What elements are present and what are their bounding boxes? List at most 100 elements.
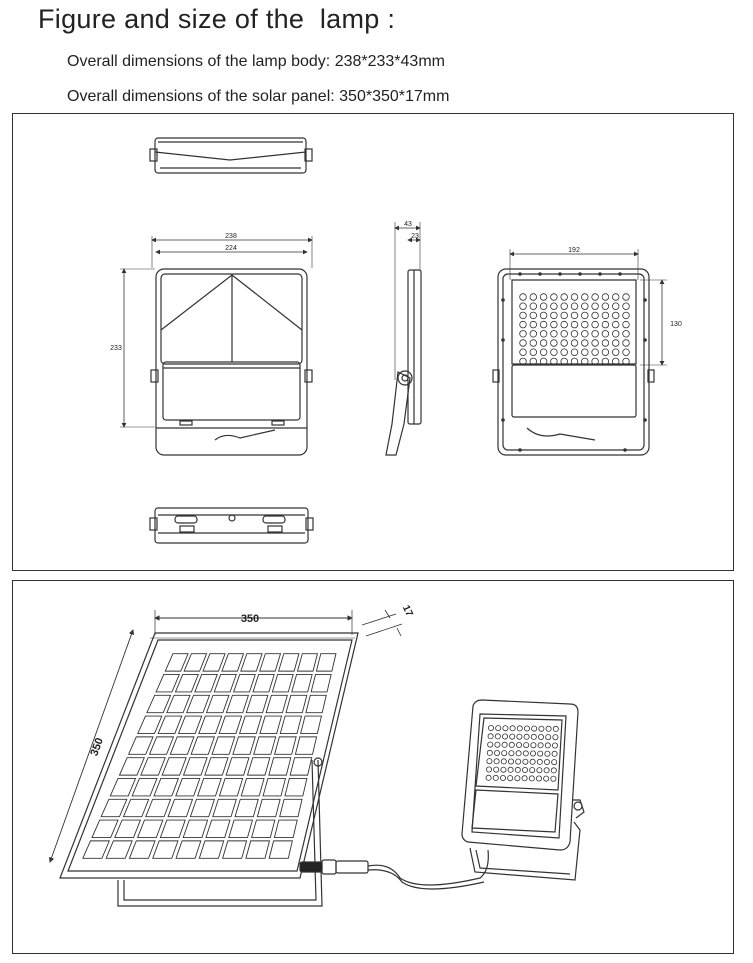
solar-cell	[137, 715, 163, 734]
solar-cell	[128, 840, 156, 859]
solar-cell	[240, 653, 263, 672]
back-height-label: 130	[670, 321, 682, 328]
mount-hole	[501, 338, 505, 342]
led-dot	[509, 733, 516, 740]
led-dot	[514, 766, 521, 773]
led-dot	[591, 339, 599, 347]
solar-cell	[284, 778, 308, 797]
led-dot	[519, 311, 527, 320]
led-dot	[570, 320, 579, 329]
solar-cell	[175, 840, 202, 859]
lamp-front-view	[120, 236, 313, 456]
led-dot	[500, 766, 507, 773]
lamp-side-view	[385, 222, 422, 456]
led-dot	[508, 741, 515, 748]
led-dot	[612, 320, 620, 329]
solar-cell	[114, 819, 142, 838]
solar-cell	[218, 715, 243, 734]
led-dot	[494, 733, 501, 740]
led-dot	[507, 758, 514, 765]
led-dot	[539, 293, 548, 301]
led-dot	[612, 339, 620, 347]
solar-cell	[240, 778, 265, 797]
led-dot	[543, 775, 550, 782]
led-dot	[551, 759, 558, 766]
led-dot	[539, 302, 548, 310]
solar-cell	[140, 757, 166, 776]
led-dot	[591, 320, 599, 329]
solar-cell	[213, 674, 237, 693]
led-dot	[487, 741, 494, 748]
led-dot	[622, 357, 630, 366]
led-dot	[612, 293, 620, 301]
solar-cell	[273, 819, 298, 838]
led-dot	[536, 775, 543, 782]
led-dot	[622, 339, 630, 347]
solar-cell	[159, 819, 186, 838]
led-dot	[530, 742, 537, 749]
mount-hole	[623, 448, 627, 452]
led-dot	[560, 339, 568, 347]
solar-cell	[198, 840, 225, 859]
led-dot	[591, 330, 599, 338]
led-dot	[570, 348, 579, 356]
solar-cell	[198, 715, 223, 734]
led-dot	[501, 750, 508, 757]
led-dot	[539, 339, 548, 347]
led-dot	[486, 749, 493, 756]
led-dot	[500, 758, 507, 765]
solar-cell	[277, 653, 300, 672]
mount-hole	[618, 272, 622, 276]
led-dot	[552, 725, 559, 732]
led-dot	[485, 766, 492, 773]
led-dot	[622, 293, 630, 301]
led-dot	[581, 348, 589, 356]
led-dot	[591, 302, 599, 310]
solar-cell	[245, 840, 271, 859]
led-dot	[538, 734, 545, 741]
solar-panel-dimensions: Overall dimensions of the solar panel: 3…	[67, 88, 450, 105]
solar-cell	[189, 798, 216, 818]
led-dot	[519, 302, 527, 310]
solar-cell	[259, 715, 283, 734]
solar-cell	[268, 840, 293, 859]
mount-hole	[643, 298, 647, 302]
led-dot	[550, 302, 558, 310]
led-dot	[612, 348, 620, 356]
connection-cable	[299, 849, 489, 890]
solar-cell	[310, 674, 332, 693]
lamp-led-grid	[519, 293, 630, 366]
led-dot	[507, 766, 514, 773]
led-dot	[519, 293, 527, 301]
solar-cell	[212, 798, 237, 818]
solar-cell	[291, 674, 313, 693]
led-dot	[529, 330, 537, 338]
led-dot	[601, 293, 610, 301]
solar-cell	[136, 819, 164, 838]
led-dot	[601, 302, 610, 310]
solar-cell	[131, 778, 158, 797]
led-dot	[516, 733, 523, 740]
mount-hole	[501, 418, 505, 422]
solar-cell	[182, 819, 209, 838]
solar-cell	[279, 715, 303, 734]
led-dot	[487, 733, 494, 740]
led-dot	[601, 357, 610, 366]
solar-cell	[146, 694, 172, 714]
led-dot	[529, 320, 537, 329]
led-dot	[622, 311, 630, 320]
led-dot	[524, 725, 531, 732]
led-dot	[536, 767, 543, 774]
solar-cell	[232, 736, 256, 755]
solar-cell	[109, 778, 137, 797]
led-dot	[560, 302, 568, 310]
solar-cell	[82, 840, 110, 859]
led-dot	[570, 293, 579, 301]
solar-cell	[155, 674, 181, 693]
led-dot	[544, 759, 551, 766]
solar-cell	[234, 798, 259, 818]
solar-cell	[182, 757, 208, 776]
mount-hole	[598, 272, 602, 276]
led-dot	[529, 758, 536, 765]
led-dot	[539, 320, 548, 329]
